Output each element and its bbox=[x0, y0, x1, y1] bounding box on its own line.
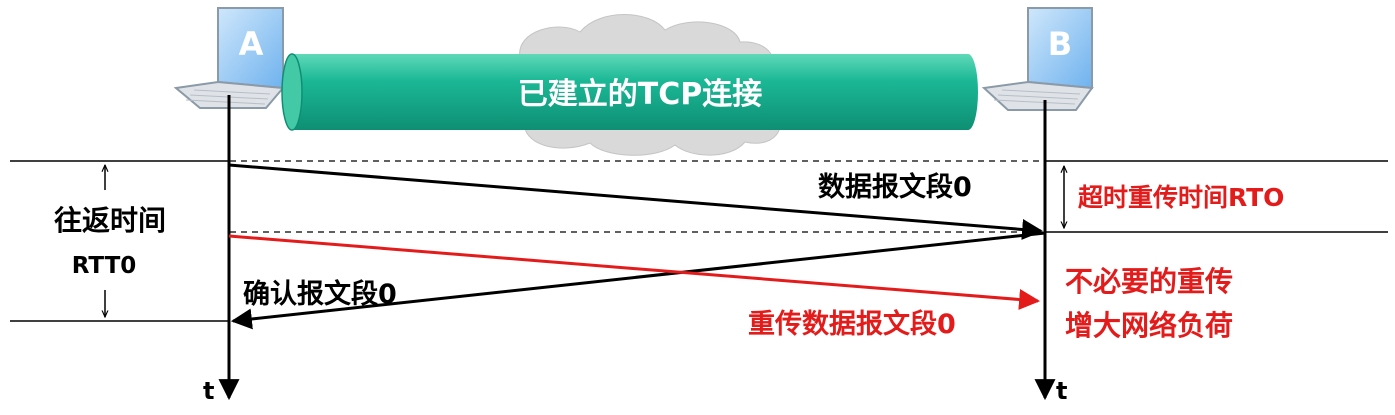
retransmit-segment-label: 重传数据报文段0 bbox=[748, 308, 956, 340]
tcp-connection-pipe bbox=[281, 53, 978, 131]
note-line2: 增大网络负荷 bbox=[1065, 309, 1233, 342]
rtt-label-line2: RTT0 bbox=[72, 253, 137, 279]
rto-label: 超时重传时间RTO bbox=[1078, 183, 1284, 212]
laptop-b-icon bbox=[981, 7, 1094, 111]
ack-segment-arrow bbox=[230, 231, 1046, 330]
ack-segment-label: 确认报文段0 bbox=[243, 278, 397, 310]
data-segment-arrow bbox=[228, 163, 1044, 240]
laptop-a-icon bbox=[173, 7, 286, 109]
note-line1: 不必要的重传 bbox=[1065, 265, 1233, 298]
rtt-label-line1: 往返时间 bbox=[54, 204, 166, 237]
host-a-label: A bbox=[239, 25, 264, 63]
retransmit-segment-arrow bbox=[228, 234, 1041, 310]
host-b-label: B bbox=[1048, 25, 1072, 63]
data-segment-label: 数据报文段0 bbox=[818, 171, 972, 203]
timeline-a-label: t bbox=[203, 377, 214, 405]
timeline-b-label: t bbox=[1056, 377, 1067, 405]
connection-label: 已建立的TCP连接 bbox=[518, 77, 762, 112]
